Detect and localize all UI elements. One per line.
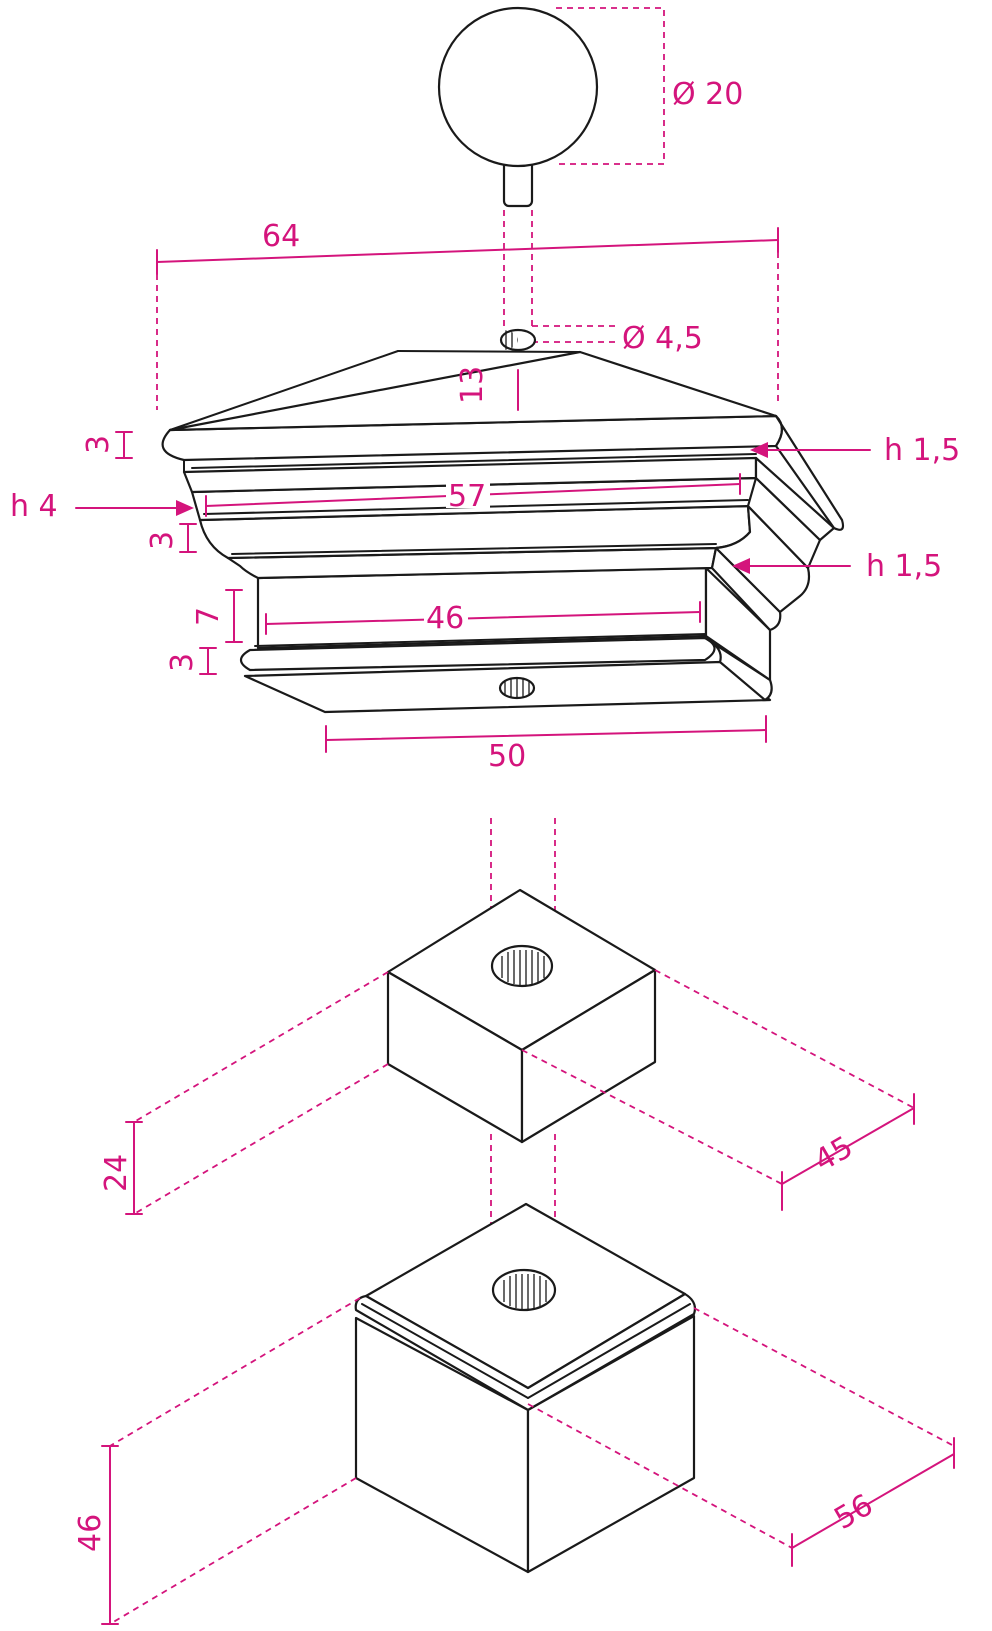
cap-base-width-label: 50 xyxy=(488,739,526,774)
cap-mid-band-side xyxy=(714,504,811,614)
ball-diameter-dimension: Ø 20 xyxy=(556,7,743,165)
cap-top-hole xyxy=(499,328,537,352)
cap-top-band-label: 3 xyxy=(81,435,116,454)
finial-ball xyxy=(437,6,599,168)
cap-rise-label: 13 xyxy=(455,366,490,404)
lower-groove-label: h 1,5 xyxy=(866,549,942,584)
ball-finial xyxy=(437,6,599,208)
lower-band-label: 3 xyxy=(145,531,180,550)
base-band-label: 3 xyxy=(165,653,200,672)
small-block-right xyxy=(520,968,657,1144)
upper-groove-label: h 1,5 xyxy=(884,433,960,468)
large-block xyxy=(354,1202,697,1574)
neck-height-label: 7 xyxy=(191,607,226,626)
cap-pyramid-top xyxy=(168,350,778,432)
large-block-right xyxy=(526,1314,696,1574)
cap-mid-width-label: 57 xyxy=(448,479,486,514)
cap-cornice-side xyxy=(774,414,845,531)
axis-cap-to-block xyxy=(490,818,556,960)
cap-upper-groove-side xyxy=(754,456,836,542)
cap-front-hole xyxy=(498,676,536,700)
cap-dimensions: 64 13 3 h 1,5 57 h 4 3 h 1,5 xyxy=(10,219,960,774)
small-block-height-label: 24 xyxy=(99,1154,134,1192)
cap-width-top-label: 64 xyxy=(262,219,300,254)
small-block-width-label: 45 xyxy=(809,1130,860,1179)
large-block-hole xyxy=(491,1268,557,1312)
pin-diameter-label: Ø 4,5 xyxy=(622,321,703,356)
small-block xyxy=(386,888,657,1144)
large-block-height-label: 46 xyxy=(73,1514,108,1552)
moulded-cap xyxy=(161,328,845,714)
cap-neck-side xyxy=(704,566,772,682)
axis-block-to-block xyxy=(490,1134,556,1290)
small-block-hole xyxy=(490,944,554,988)
pin-axis-lines: Ø 4,5 xyxy=(503,210,703,356)
large-block-width-label: 56 xyxy=(829,1488,880,1537)
cap-base-bead-side xyxy=(703,636,773,702)
ball-diameter-label: Ø 20 xyxy=(672,77,743,112)
mid-band-height-label: h 4 xyxy=(10,489,58,524)
neck-width-label: 46 xyxy=(426,601,464,636)
